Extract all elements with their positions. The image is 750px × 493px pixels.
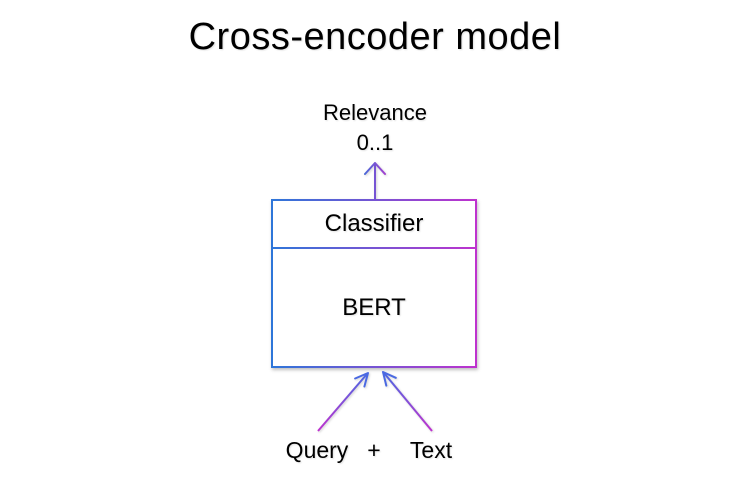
- bert-section-label: BERT: [342, 293, 406, 321]
- query-input-label: Query: [285, 437, 349, 463]
- query-arrow-shaft: [317, 373, 368, 432]
- classifier-section-label: Classifier: [324, 210, 424, 237]
- model-box-outline: [271, 199, 477, 368]
- text-arrowhead-icon: [382, 371, 397, 387]
- output-arrow: [364, 162, 386, 200]
- text-input-label: Text: [409, 437, 453, 463]
- output-label-range: 0..1: [356, 130, 394, 155]
- output-label: Relevance 0..1: [0, 98, 750, 158]
- text-arrow-shaft: [383, 372, 433, 432]
- output-label-relevance: Relevance: [323, 100, 427, 125]
- plus-operator-label: +: [367, 437, 381, 463]
- input-arrows: [317, 371, 433, 432]
- query-arrowhead-icon: [354, 372, 369, 388]
- diagram-title: Cross-encoder model: [188, 16, 562, 58]
- model-box: [271, 199, 477, 368]
- output-arrowhead-icon: [364, 162, 386, 175]
